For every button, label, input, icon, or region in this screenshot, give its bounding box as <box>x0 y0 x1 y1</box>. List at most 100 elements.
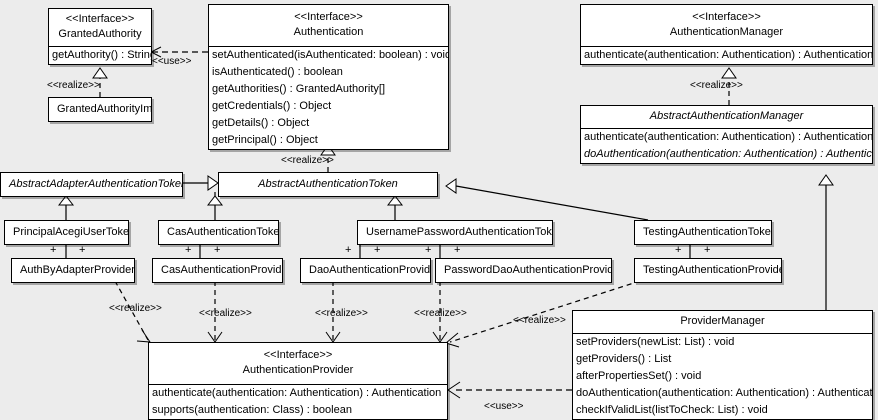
operation-row: doAuthentication(authentication: Authent… <box>576 387 872 399</box>
operation-row: getCredentials() : Object <box>212 100 332 112</box>
multiplicity-plus: + <box>214 244 221 256</box>
multiplicity-plus: + <box>185 244 192 256</box>
class-auth-by-adapter-provider[interactable]: AuthByAdapterProvider <box>11 258 135 283</box>
line-generalize-testing-authentication-token <box>445 178 649 221</box>
operation-row: authenticate(authentication: Authenticat… <box>584 49 872 61</box>
multiplicity-plus: + <box>345 244 352 256</box>
multiplicity-plus: + <box>425 244 432 256</box>
operations-compartment: getAuthority() : String <box>49 47 151 64</box>
class-granted-authority[interactable]: <<Interface>> GrantedAuthority getAuthor… <box>48 8 152 65</box>
operation-row: isAuthenticated() : boolean <box>212 66 343 78</box>
class-header: AbstractAdapterAuthenticationToken <box>1 173 182 196</box>
class-authentication-provider[interactable]: <<Interface>> AuthenticationProvider aut… <box>148 342 448 420</box>
stereotype-label: <<Interface>> <box>263 349 333 361</box>
line-generalize-provider-manager <box>818 174 834 310</box>
class-name: AuthenticationProvider <box>242 364 354 376</box>
operations-compartment: setAuthenticated(isAuthenticated: boolea… <box>209 47 448 149</box>
operation-row: getAuthority() : String <box>52 49 151 61</box>
class-header: AbstractAuthenticationManager <box>581 106 872 128</box>
class-cas-authentication-provider[interactable]: CasAuthenticationProvider <box>152 258 283 283</box>
operation-row: doAuthentication(authentication: Authent… <box>584 148 872 160</box>
class-name: CasAuthenticationToken <box>167 226 279 238</box>
class-granted-authority-impl[interactable]: GrantedAuthorityImpl <box>48 97 152 122</box>
stereotype-label: <<Interface>> <box>294 11 363 23</box>
class-password-dao-authentication-provider[interactable]: PasswordDaoAuthenticationProvider <box>435 258 612 283</box>
divider <box>209 46 448 47</box>
class-header: AbstractAuthenticationToken <box>219 173 437 196</box>
class-header: GrantedAuthorityImpl <box>49 98 151 121</box>
operation-row: authenticate(authentication: Authenticat… <box>584 131 872 143</box>
class-name: GrantedAuthorityImpl <box>57 103 152 115</box>
divider <box>573 333 872 334</box>
operations-compartment: authenticate(authentication: Authenticat… <box>581 47 872 64</box>
class-authentication-manager[interactable]: <<Interface>> AuthenticationManager auth… <box>580 4 873 65</box>
class-provider-manager[interactable]: ProviderManager setProviders(newList: Li… <box>572 310 873 420</box>
stereotype-label: <<Interface>> <box>65 13 135 25</box>
multiplicity-plus: + <box>704 244 711 256</box>
class-header: <<Interface>> Authentication <box>209 5 448 46</box>
class-name: AbstractAdapterAuthenticationToken <box>9 178 183 190</box>
class-name: AuthByAdapterProvider <box>20 264 135 276</box>
class-header: <<Interface>> GrantedAuthority <box>49 9 151 46</box>
class-header: <<Interface>> AuthenticationManager <box>581 5 872 46</box>
multiplicity-plus: + <box>675 244 682 256</box>
class-name: AbstractAuthenticationToken <box>258 178 398 190</box>
operation-row: authenticate(authentication: Authenticat… <box>152 387 442 399</box>
divider <box>581 128 872 129</box>
class-testing-authentication-token[interactable]: TestingAuthenticationToken <box>634 220 772 245</box>
class-header: CasAuthenticationProvider <box>153 259 282 282</box>
class-name: TestingAuthenticationProvider <box>643 264 782 276</box>
class-name: PrincipalAcegiUserToken <box>13 226 129 238</box>
class-name: TestingAuthenticationToken <box>643 226 772 238</box>
class-name: DaoAuthenticationProvider <box>309 264 431 276</box>
class-abstract-authentication-manager[interactable]: AbstractAuthenticationManager authentica… <box>580 105 873 164</box>
class-name: CasAuthenticationProvider <box>161 264 283 276</box>
multiplicity-plus: + <box>50 244 57 256</box>
class-name: PasswordDaoAuthenticationProvider <box>444 264 612 276</box>
label-realize-password-dao-authentication-provider: <<realize>> <box>414 308 467 319</box>
class-abstract-adapter-authentication-token[interactable]: AbstractAdapterAuthenticationToken <box>0 172 183 197</box>
divider <box>149 384 447 385</box>
divider <box>49 46 151 47</box>
class-header: PrincipalAcegiUserToken <box>5 221 128 244</box>
operation-row: supports(authentication: Class) : boolea… <box>152 404 352 416</box>
class-abstract-authentication-token[interactable]: AbstractAuthenticationToken <box>218 172 438 197</box>
class-name: UsernamePasswordAuthenticationToken <box>366 226 553 238</box>
class-name: ProviderManager <box>680 315 765 327</box>
operations-compartment: authenticate(authentication: Authenticat… <box>581 129 872 163</box>
class-name: AbstractAuthenticationManager <box>649 110 804 122</box>
label-realize-granted-authority-impl: <<realize>> <box>47 80 100 91</box>
multiplicity-plus: + <box>454 244 461 256</box>
class-name: Authentication <box>293 26 364 38</box>
label-realize-abstract-authentication-manager: <<realize>> <box>690 80 743 91</box>
operation-row: afterPropertiesSet() : void <box>576 370 702 382</box>
operation-row: checkIfValidList(listToCheck: List) : vo… <box>576 404 768 416</box>
class-name: GrantedAuthority <box>58 28 142 40</box>
class-header: CasAuthenticationToken <box>159 221 278 244</box>
operation-row: getAuthorities() : GrantedAuthority[] <box>212 83 386 95</box>
class-principal-acegi-user-token[interactable]: PrincipalAcegiUserToken <box>4 220 129 245</box>
class-header: ProviderManager <box>573 311 872 333</box>
class-header: PasswordDaoAuthenticationProvider <box>436 259 611 282</box>
label-realize-abstract-authentication-token: <<realize>> <box>281 155 334 166</box>
class-header: AuthByAdapterProvider <box>12 259 134 282</box>
class-username-password-authentication-token[interactable]: UsernamePasswordAuthenticationToken <box>357 220 553 245</box>
class-header: TestingAuthenticationToken <box>635 221 771 244</box>
class-authentication[interactable]: <<Interface>> Authentication setAuthenti… <box>208 4 449 150</box>
class-testing-authentication-provider[interactable]: TestingAuthenticationProvider <box>634 258 782 283</box>
line-generalize-abstract-adapter-token <box>183 175 219 191</box>
class-header: TestingAuthenticationProvider <box>635 259 781 282</box>
label-realize-dao-authentication-provider: <<realize>> <box>315 308 368 319</box>
operation-row: getPrincipal() : Object <box>212 134 318 146</box>
class-dao-authentication-provider[interactable]: DaoAuthenticationProvider <box>300 258 431 283</box>
label-realize-provider-manager: <<realize>> <box>513 315 566 326</box>
line-use-provider-manager <box>447 381 572 399</box>
operation-row: setAuthenticated(isAuthenticated: boolea… <box>212 49 448 61</box>
label-realize-auth-by-adapter-provider: <<realize>> <box>109 303 162 314</box>
class-header: DaoAuthenticationProvider <box>301 259 430 282</box>
class-cas-authentication-token[interactable]: CasAuthenticationToken <box>158 220 279 245</box>
label-use-provider-manager: <<use>> <box>484 401 524 412</box>
stereotype-label: <<Interface>> <box>692 11 761 23</box>
operations-compartment: authenticate(authentication: Authenticat… <box>149 385 447 419</box>
